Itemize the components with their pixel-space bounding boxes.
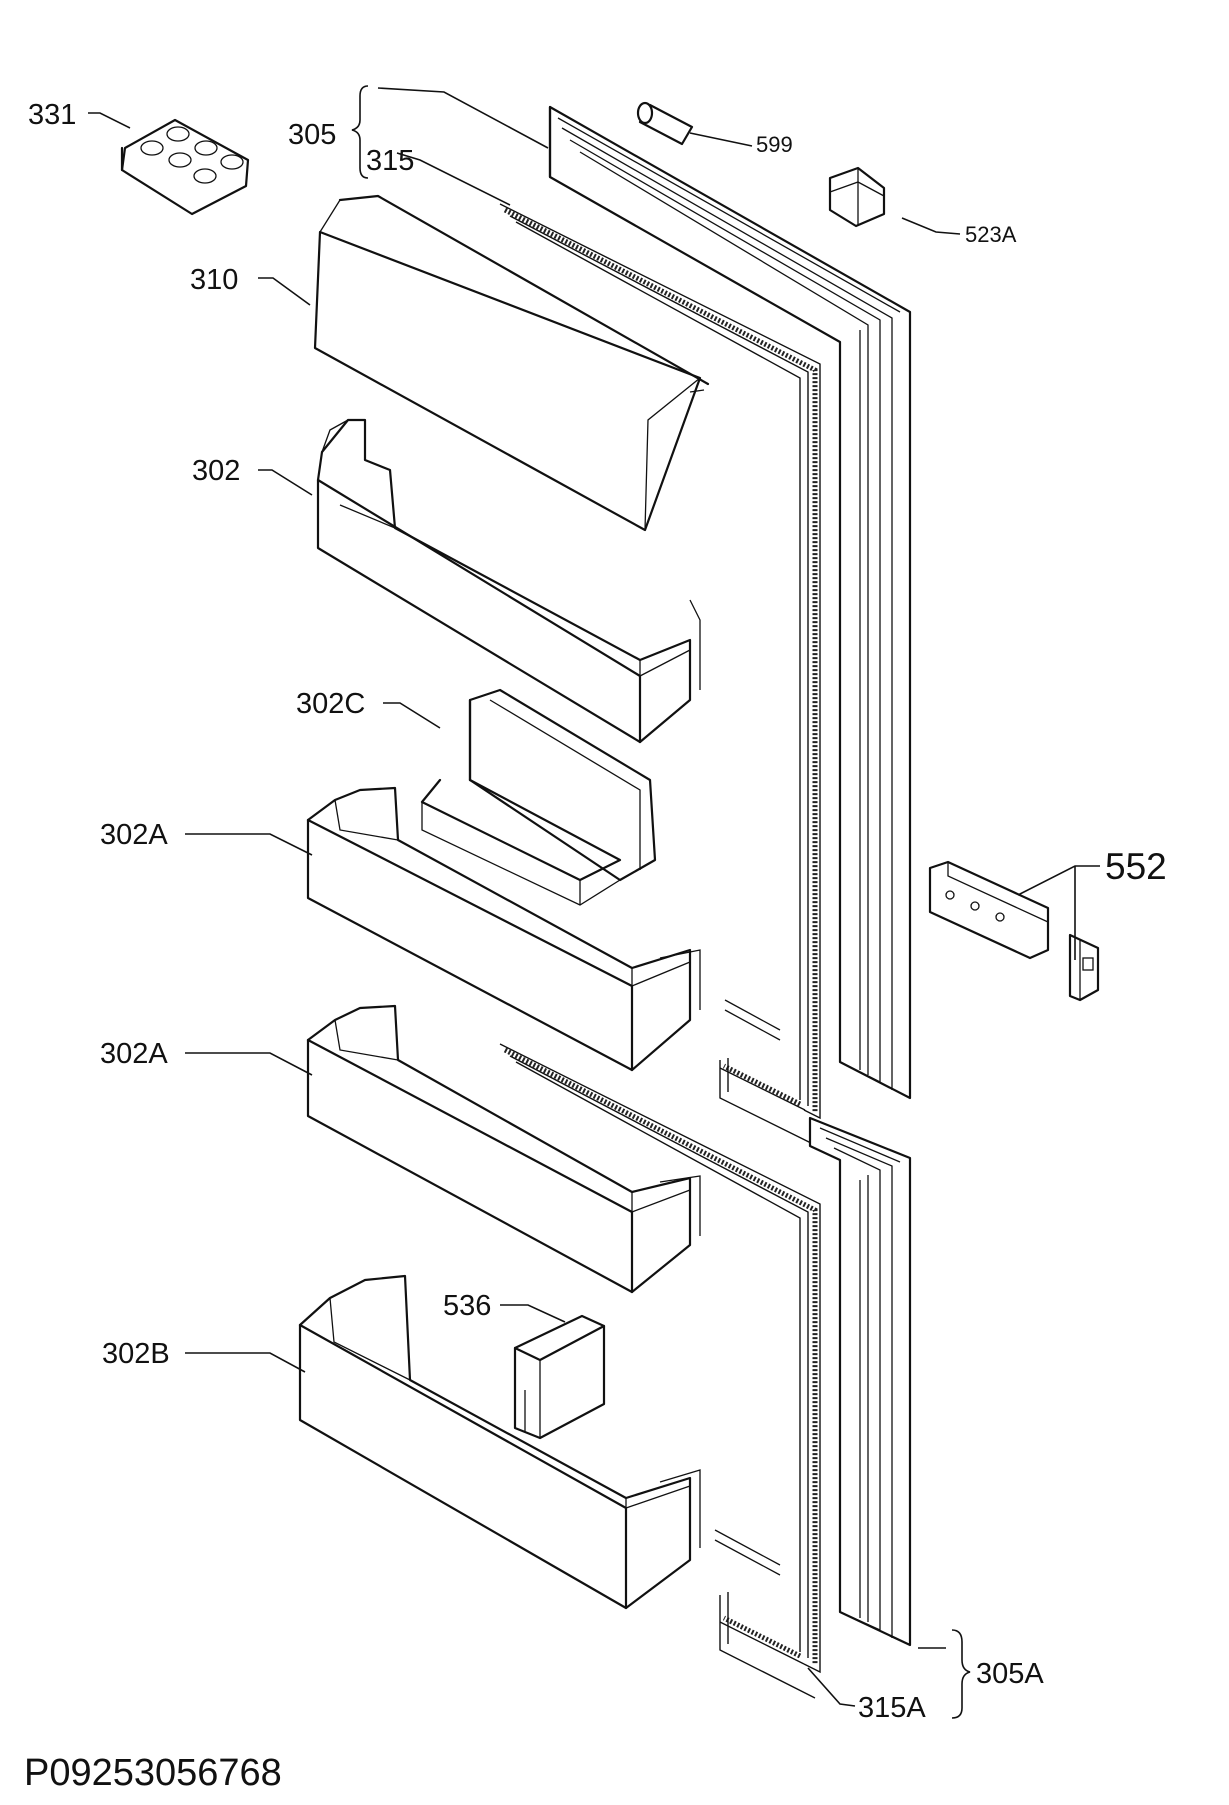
door-shelf-302: [316, 418, 701, 744]
door-shelf-302a-upper: [306, 786, 701, 1072]
label-310: 310: [190, 264, 238, 296]
label-302c: 302C: [296, 688, 365, 720]
label-305a: 305A: [976, 1658, 1044, 1690]
label-599: 599: [756, 132, 793, 157]
label-302: 302: [192, 455, 240, 487]
label-523a: 523A: [965, 222, 1017, 247]
label-302a-lower: 302A: [100, 1038, 168, 1070]
document-code: P09253056768: [24, 1752, 282, 1794]
lower-door-gasket: [499, 1043, 821, 1699]
label-331: 331: [28, 99, 76, 131]
hinge-cover: [828, 166, 886, 228]
dairy-compartment-flap: [313, 194, 710, 532]
upper-door-panel: [548, 105, 912, 1100]
door-pin: [636, 101, 694, 146]
label-305: 305: [288, 119, 336, 151]
hinge-assembly: [928, 860, 1100, 1002]
label-552: 552: [1105, 846, 1167, 887]
door-shelf-302a-lower: [306, 1004, 701, 1294]
brace-305a: [951, 1629, 971, 1719]
lower-door-panel: [808, 1116, 912, 1647]
label-302a-upper: 302A: [100, 819, 168, 851]
bottle-divider: [513, 1314, 606, 1440]
brace-305: [351, 85, 369, 179]
label-315a: 315A: [858, 1692, 926, 1724]
upper-door-gasket: [499, 203, 821, 1146]
label-536: 536: [443, 1290, 491, 1322]
bottle-shelf-302b: [298, 1274, 701, 1610]
egg-tray: [120, 118, 250, 216]
label-302b: 302B: [102, 1338, 170, 1370]
leader-lines: [88, 87, 1100, 1707]
label-315: 315: [366, 145, 414, 177]
butter-compartment: [420, 688, 657, 906]
